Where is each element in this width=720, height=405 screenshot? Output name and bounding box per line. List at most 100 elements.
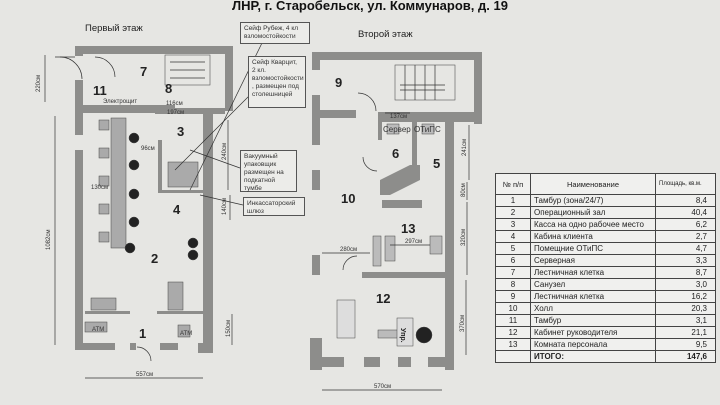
atm-label: ATM <box>92 327 104 333</box>
dim-150: 150см <box>226 320 232 337</box>
dim-220: 220см <box>36 75 42 92</box>
room-1: 1 <box>139 326 146 341</box>
first-floor-label: Первый этаж <box>85 23 143 34</box>
cell-n: 1 <box>495 194 531 207</box>
room-2: 2 <box>151 251 158 266</box>
staircase-icon <box>394 64 456 101</box>
callout-safe-kvarcit: Сейф Кварцит, 2 кл. взломостойкости , ра… <box>248 56 306 108</box>
cell-area: 16,2 <box>655 290 716 303</box>
cell-name: Серверная <box>530 254 656 267</box>
table-header: № п/п Наименование Площадь, кв.м. <box>495 173 716 195</box>
cell-area: 21,1 <box>655 326 716 339</box>
dim-297: 297см <box>405 239 422 245</box>
cell-area: 6,2 <box>655 218 716 231</box>
dim-96: 96см <box>141 146 155 152</box>
header-area: Площадь, кв.м. <box>655 173 716 195</box>
address-title: ЛНР, г. Старобельск, ул. Коммунаров, д. … <box>232 0 508 13</box>
callout-cash-lock: Инкассаторский шлюз <box>243 197 305 216</box>
callout-safe-rubezh: Сейф Рубеж, 4 кл взломостойкости <box>240 22 310 44</box>
dim-130: 130см <box>91 185 108 191</box>
room-7: 7 <box>140 64 147 79</box>
cell-name: Помещние ОТиПС <box>530 242 656 255</box>
cell-name: Санузел <box>530 278 656 291</box>
cell-name: Кабина клиента <box>530 230 656 243</box>
cell-n: 6 <box>495 254 531 267</box>
manager-label: Упр. <box>399 328 406 343</box>
dim-240: 240см <box>222 143 228 160</box>
dim-80: 80см <box>461 183 467 197</box>
cell-area: 8,4 <box>655 194 716 207</box>
header-number: № п/п <box>495 173 531 195</box>
cell-n: 7 <box>495 266 531 279</box>
cell-name: Тамбур (зона/24/7) <box>530 194 656 207</box>
cell-area: 8,7 <box>655 266 716 279</box>
furniture <box>336 123 443 347</box>
cell-area: 3,0 <box>655 278 716 291</box>
cell-n: 3 <box>495 218 531 231</box>
dim-570: 570см <box>374 384 391 390</box>
workstations <box>84 117 199 338</box>
room-10: 10 <box>341 191 355 206</box>
second-floor-walls <box>310 52 482 370</box>
staircase-icon <box>164 54 211 86</box>
switchboard-label: Электрощит <box>103 99 137 105</box>
otips-label: ОТиПС <box>414 125 441 134</box>
cell-name: Касса на одно рабочее место <box>530 218 656 231</box>
cell-n: 12 <box>495 326 531 339</box>
cell-area: 3,1 <box>655 314 716 327</box>
room-5: 5 <box>433 156 440 171</box>
room-9: 9 <box>335 75 342 90</box>
total-label: ИТОГО: <box>530 350 656 363</box>
room-13: 13 <box>401 221 415 236</box>
server-label: Сервер <box>383 125 411 134</box>
room-12: 12 <box>376 291 390 306</box>
cell-n: 4 <box>495 230 531 243</box>
second-floor-label: Второй этаж <box>358 29 413 40</box>
dim-116: 116см <box>166 101 183 107</box>
cell-n: 5 <box>495 242 531 255</box>
cell-name: Лестничная клетка <box>530 290 656 303</box>
cell-area: 4,7 <box>655 242 716 255</box>
dim-197: 197см <box>167 110 184 116</box>
cell-n: 9 <box>495 290 531 303</box>
cell-area: 9,5 <box>655 338 716 351</box>
dim-137: 137см <box>390 114 407 120</box>
cell-area: 20,3 <box>655 302 716 315</box>
cell-name: Лестничная клетка <box>530 266 656 279</box>
dim-280: 280см <box>340 247 357 253</box>
dim-557: 557см <box>136 372 153 378</box>
cell-area: 3,3 <box>655 254 716 267</box>
dimension-labels: 220см 1082см 557см 96см 130см 116см 197с… <box>36 75 468 390</box>
room-8: 8 <box>165 81 172 96</box>
room-6: 6 <box>392 146 399 161</box>
cell-area: 40,4 <box>655 206 716 219</box>
total-row: ИТОГО:147,6 <box>495 350 716 363</box>
cell-n: 2 <box>495 206 531 219</box>
atm-label: ATM <box>180 331 192 337</box>
callout-vacuum-packer: Вакуумный упаковщик размещен на подкатно… <box>240 150 297 192</box>
cell-area: 2,7 <box>655 230 716 243</box>
dim-320: 320см <box>461 229 467 246</box>
cell-name: Кабинет руководителя <box>530 326 656 339</box>
cell-n: 10 <box>495 302 531 315</box>
dim-370: 370см <box>460 315 466 332</box>
cell-name: Комната персонала <box>530 338 656 351</box>
cell-n: 11 <box>495 314 531 327</box>
cell-n: 8 <box>495 278 531 291</box>
cell-n: 13 <box>495 338 531 351</box>
dimension-lines <box>44 55 470 391</box>
dim-1082: 1082см <box>46 230 52 250</box>
cell-name: Тамбур <box>530 314 656 327</box>
header-name: Наименование <box>530 173 656 195</box>
